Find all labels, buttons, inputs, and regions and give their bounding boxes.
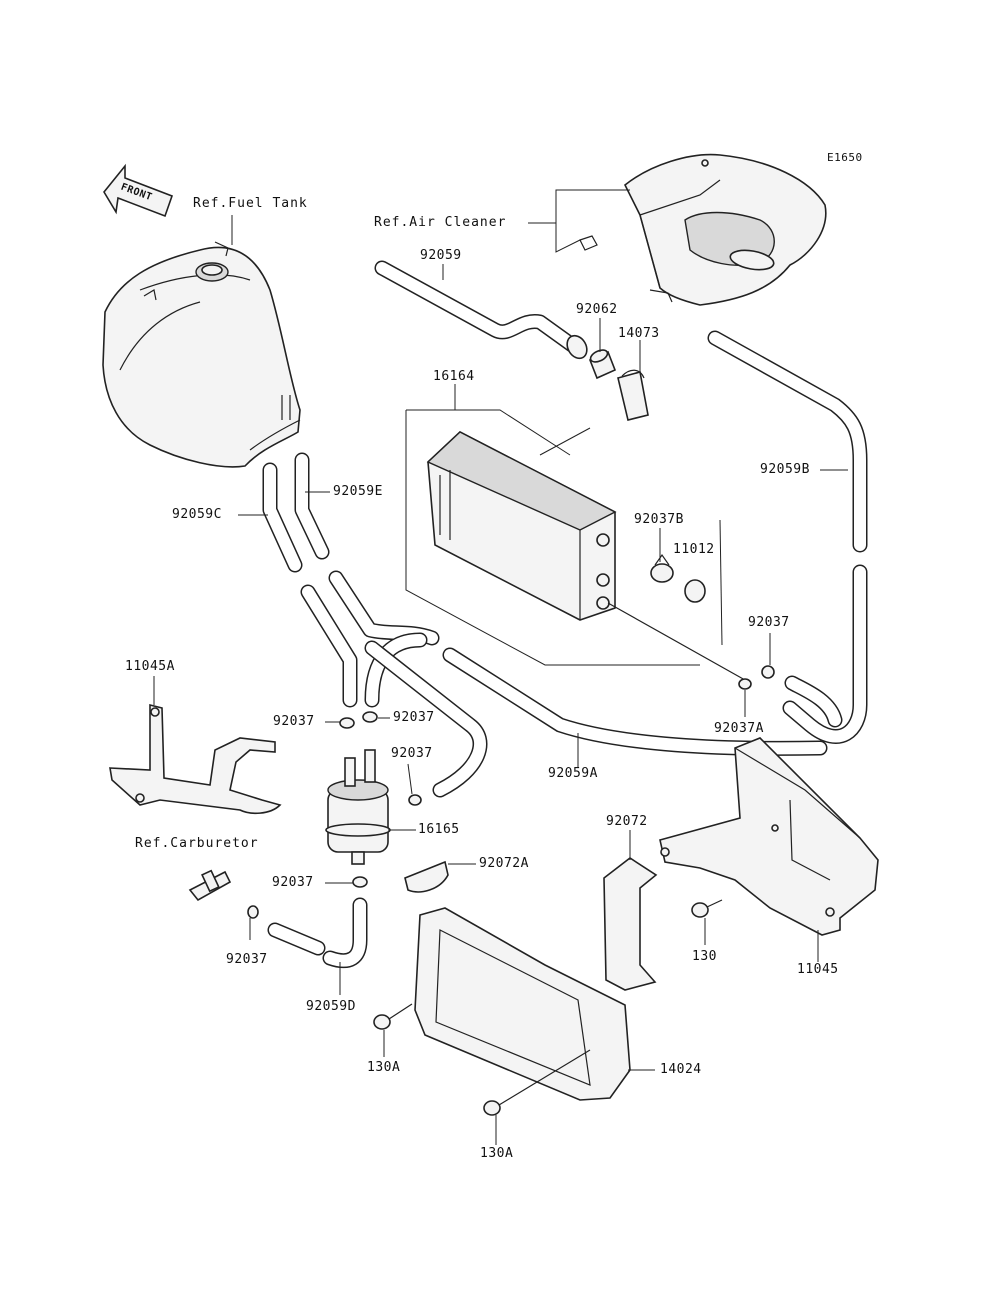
ref-fuel-tank: Ref.Fuel Tank (193, 196, 308, 211)
plug-11012 (684, 579, 706, 603)
part-92059E: 92059E (333, 484, 383, 499)
hose-92059D (267, 897, 368, 969)
air-cleaner (579, 153, 827, 306)
part-92059B: 92059B (760, 462, 810, 477)
strap-92072 (603, 857, 658, 991)
bolt-130A-lower (483, 1049, 591, 1116)
clamp-14073 (617, 369, 649, 421)
ref-air-cleaner: Ref.Air Cleaner (374, 215, 507, 230)
tray-14024 (414, 907, 631, 1101)
fitting-92062 (588, 349, 617, 380)
leader-lines (153, 189, 848, 1145)
diagram-id: E1650 (827, 151, 863, 164)
part-92072A: 92072A (479, 856, 529, 871)
part-92062: 92062 (576, 302, 618, 317)
clamps-92037 (247, 665, 775, 919)
clip-92072A (404, 860, 449, 893)
part-92059D: 92059D (306, 999, 356, 1014)
part-92037A: 92037A (714, 721, 764, 736)
fuel-tank (102, 241, 301, 468)
part-14073: 14073 (618, 326, 660, 341)
part-130A-lower: 130A (480, 1146, 514, 1161)
part-11045A: 11045A (125, 659, 175, 674)
front-arrow-icon (103, 163, 174, 218)
part-16165: 16165 (418, 822, 460, 837)
part-14024: 14024 (660, 1062, 702, 1077)
fuel-pump-16165 (325, 749, 391, 865)
part-92037-right: 92037 (748, 615, 790, 630)
hose-92059A (364, 640, 828, 798)
hose-92059B (707, 330, 868, 744)
part-130: 130 (692, 949, 717, 964)
clip-92037B (650, 553, 674, 583)
hose-92059C (262, 462, 358, 708)
hose-92059 (374, 260, 588, 360)
part-92037-middle: 92037 (391, 746, 433, 761)
part-92059: 92059 (420, 248, 462, 263)
part-11045: 11045 (797, 962, 839, 977)
part-92037-lower: 92037 (272, 875, 314, 890)
part-92037B: 92037B (634, 512, 684, 527)
part-11012: 11012 (673, 542, 715, 557)
bolt-130 (691, 899, 723, 918)
part-92059A: 92059A (548, 766, 598, 781)
canister-bracket-frame (405, 409, 723, 666)
part-92037-pump-left: 92037 (273, 714, 315, 729)
bolt-130A-upper (373, 1003, 413, 1030)
ref-carburetor: Ref.Carburetor (135, 836, 259, 851)
part-16164: 16164 (433, 369, 475, 384)
part-92037-carb: 92037 (226, 952, 268, 967)
bracket-11045A (109, 703, 282, 815)
part-92072: 92072 (606, 814, 648, 829)
t-fitting-carburetor (188, 869, 232, 902)
part-130A-upper: 130A (367, 1060, 401, 1075)
bracket-11045 (659, 737, 879, 936)
part-92037-pump-right: 92037 (393, 710, 435, 725)
canister-16164 (426, 431, 746, 681)
part-92059C: 92059C (172, 507, 222, 522)
